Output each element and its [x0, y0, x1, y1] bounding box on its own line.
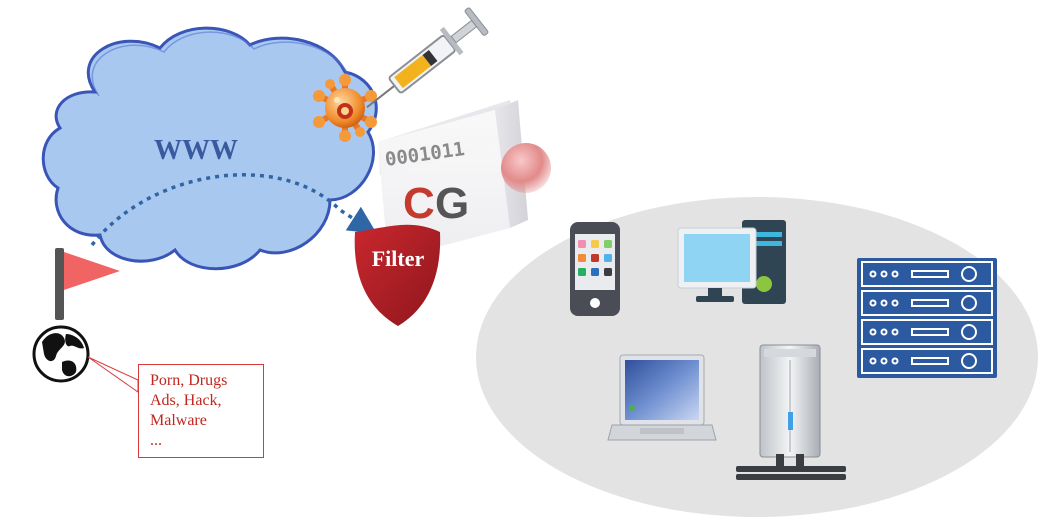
rack-server-icon [857, 258, 997, 378]
cloud-label: WWW [154, 135, 238, 166]
flag-icon [55, 248, 120, 320]
callout-line: Porn, Drugs [150, 372, 228, 389]
tower-server-icon [736, 344, 846, 480]
filter-shield [354, 224, 441, 326]
desktop-icon [677, 220, 786, 304]
cube-logo-c: C [403, 179, 435, 228]
cube-logo-g: G [435, 179, 469, 228]
globe-icon [32, 325, 90, 383]
filter-label: Filter [372, 246, 425, 271]
traffic-path [90, 173, 377, 247]
blocked-categories-callout: Porn, Drugs Ads, Hack, Malware ... [138, 364, 264, 458]
syringe-icon [366, 7, 489, 109]
pink-sphere [501, 143, 551, 193]
callout-line: Ads, Hack, [150, 392, 222, 409]
laptop-icon [607, 354, 717, 441]
phone-icon [570, 222, 620, 316]
www-cloud [41, 26, 378, 271]
virus-icon [313, 74, 377, 142]
cg-cube [378, 100, 528, 260]
callout-line: Malware [150, 412, 207, 429]
callout-line: ... [150, 432, 162, 449]
callout-pointer [87, 356, 139, 393]
